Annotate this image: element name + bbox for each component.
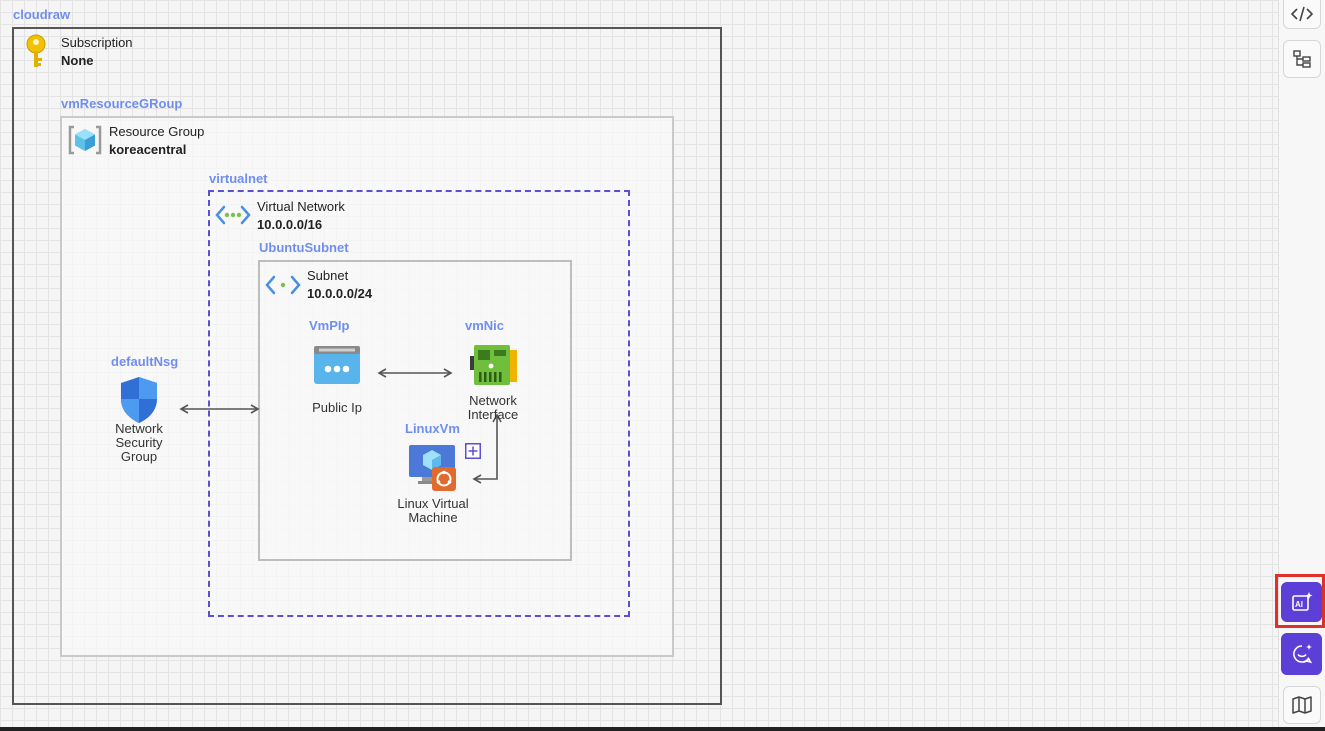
- tree-view-button[interactable]: [1283, 40, 1321, 78]
- code-icon: [1291, 6, 1313, 22]
- map-icon: [1292, 696, 1312, 714]
- vm-nic-connector: [472, 413, 502, 484]
- public-ip-caption: Public Ip: [297, 401, 377, 415]
- svg-text:AI: AI: [1295, 600, 1303, 609]
- subnet-title: Subnet: [307, 268, 349, 283]
- subnet-value: 10.0.0.0/24: [307, 286, 373, 301]
- ai-generate-button[interactable]: AI: [1281, 582, 1322, 622]
- tree-icon: [1293, 50, 1311, 68]
- nic-caption-line: Interface: [467, 407, 519, 422]
- shield-icon[interactable]: [118, 375, 160, 425]
- ai-chat-button[interactable]: [1281, 633, 1322, 675]
- virtual-network-value: 10.0.0.0/16: [257, 217, 323, 232]
- nsg-caption-line: Security: [115, 435, 163, 450]
- ai-chat-icon: [1292, 644, 1312, 664]
- expand-plus-icon[interactable]: [465, 443, 481, 459]
- canvas-label: cloudraw: [13, 7, 71, 22]
- subnet-container[interactable]: [258, 260, 572, 561]
- key-icon: [26, 34, 46, 67]
- resource-group-value: koreacentral: [109, 142, 187, 157]
- subnet-icon: [265, 275, 301, 295]
- subscription-title: Subscription: [61, 35, 133, 50]
- vm-caption: Linux Virtual Machine: [383, 497, 483, 525]
- virtual-network-icon: [215, 205, 251, 225]
- subscription-value: None: [61, 53, 94, 68]
- nsg-caption-line: Group: [120, 449, 158, 464]
- bottom-edge-bar: [0, 727, 1325, 731]
- nsg-label: defaultNsg: [111, 354, 179, 369]
- network-interface-icon[interactable]: [469, 344, 519, 386]
- resource-group-icon: [68, 125, 102, 155]
- virtual-network-container[interactable]: [208, 190, 630, 617]
- map-button[interactable]: [1283, 686, 1321, 724]
- resource-group-label: vmResourceGRoup: [61, 96, 183, 111]
- subnet-label: UbuntuSubnet: [259, 240, 349, 255]
- virtual-network-label: virtualnet: [209, 171, 268, 186]
- vm-caption-line: Linux Virtual: [397, 496, 469, 511]
- subscription-container[interactable]: [12, 27, 722, 705]
- nsg-caption: Network Security Group: [99, 422, 179, 464]
- linux-vm-icon[interactable]: [408, 443, 458, 491]
- virtual-network-title: Virtual Network: [257, 199, 345, 214]
- public-ip-label: VmPIp: [309, 318, 350, 333]
- nic-caption: Network Interface: [453, 394, 533, 422]
- code-view-button[interactable]: [1283, 0, 1321, 29]
- nic-label: vmNic: [465, 318, 505, 333]
- nic-caption-line: Network: [469, 393, 517, 408]
- public-ip-icon[interactable]: [313, 345, 361, 385]
- vm-caption-line: Machine: [408, 510, 458, 525]
- nsg-caption-line: Network: [115, 421, 163, 436]
- vm-label: LinuxVm: [405, 421, 460, 436]
- ai-button-highlight: [1275, 574, 1325, 628]
- public-ip-caption-line: Public Ip: [312, 400, 362, 415]
- ai-image-icon: AI: [1291, 592, 1312, 611]
- resource-group-title: Resource Group: [109, 124, 205, 139]
